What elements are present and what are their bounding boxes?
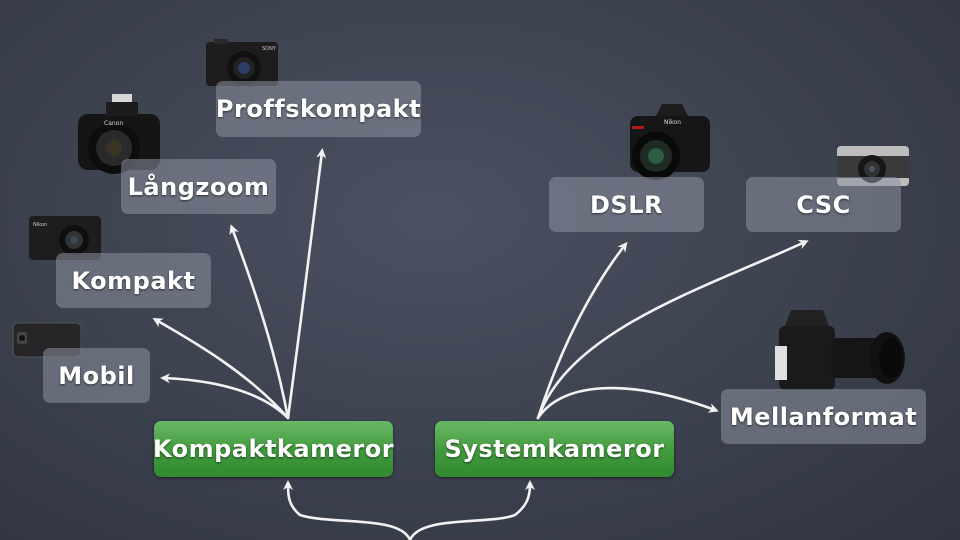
node-label: CSC [796, 190, 851, 219]
arrow-to-langzoom [229, 224, 290, 420]
arrow-to-systemkameror [408, 480, 535, 540]
node-kompaktkameror[interactable]: Kompaktkameror [152, 421, 395, 477]
premium-compact-camera-icon: SONY [206, 39, 278, 86]
arrow-to-dslr [536, 241, 628, 420]
compact-camera-icon: Nikon [29, 216, 101, 260]
node-label: Mobil [58, 361, 135, 390]
node-label: DSLR [590, 190, 663, 219]
arrow-to-kompaktkameror [283, 480, 412, 540]
node-proffskompakt[interactable]: Proffskompakt [216, 81, 421, 137]
mirrorless-camera-icon [837, 146, 909, 186]
svg-text:Canon: Canon [104, 120, 123, 127]
node-label: Proffskompakt [215, 95, 422, 123]
node-kompakt[interactable]: Kompakt [56, 253, 211, 308]
arrow-to-mellanformat [536, 386, 719, 420]
arrow-to-mobil [160, 373, 290, 420]
node-mobil[interactable]: Mobil [43, 348, 150, 403]
node-mellanformat[interactable]: Mellanformat [721, 389, 926, 444]
node-label: Kompaktkameror [152, 435, 395, 463]
node-label: Kompakt [71, 266, 196, 295]
arrow-to-kompakt [152, 318, 290, 420]
arrow-to-csc [536, 239, 809, 420]
svg-text:Nikon: Nikon [664, 119, 681, 126]
arrow-to-proffskompakt [286, 148, 327, 420]
node-label: Mellanformat [729, 402, 918, 431]
node-dslr[interactable]: DSLR [549, 177, 704, 232]
node-csc[interactable]: CSC [746, 177, 901, 232]
medium-format-camera-icon [775, 310, 905, 390]
dslr-camera-icon: Nikon [630, 104, 710, 180]
node-label: Systemkameror [444, 435, 665, 463]
node-label: Långzoom [127, 172, 270, 201]
svg-text:Nikon: Nikon [33, 222, 47, 228]
svg-text:SONY: SONY [262, 46, 277, 52]
node-systemkameror[interactable]: Systemkameror [435, 421, 674, 477]
node-langzoom[interactable]: Långzoom [121, 159, 276, 214]
